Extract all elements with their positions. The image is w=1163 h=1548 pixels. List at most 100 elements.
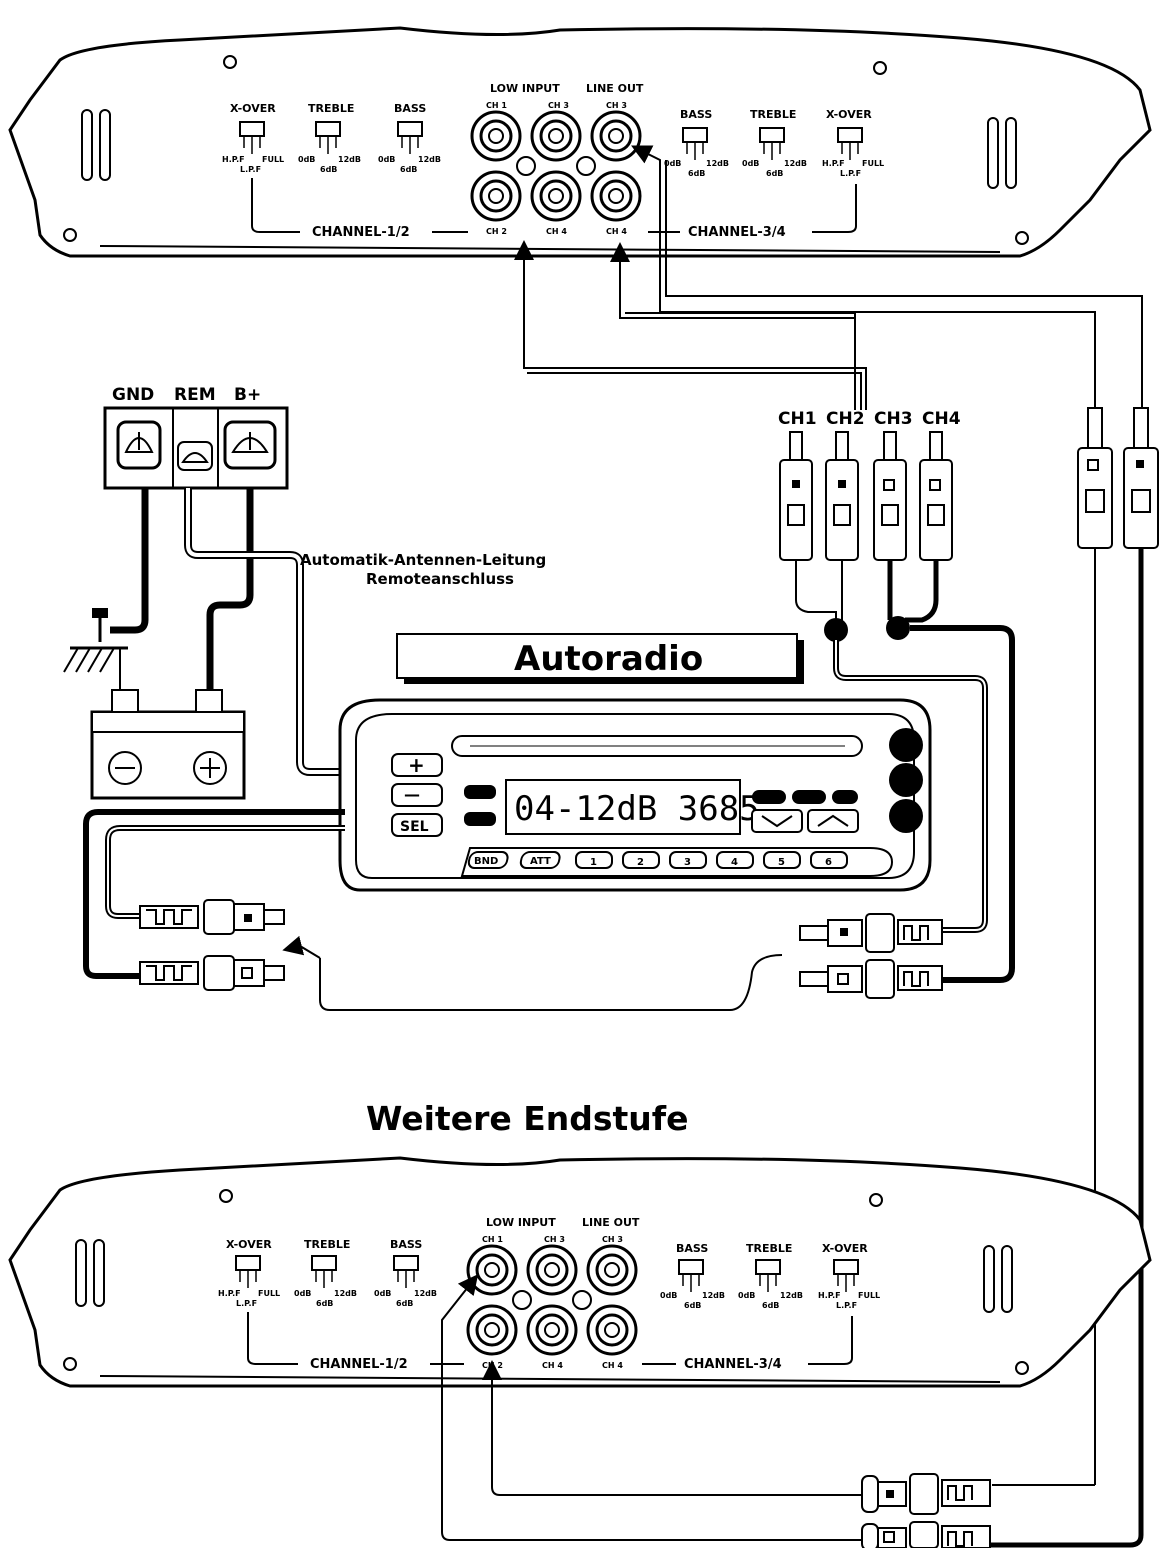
top-right-lpf-label: L.P.F [840, 169, 861, 178]
rca-plug-left-lower[interactable] [139, 955, 285, 991]
bottom-lpf-label: L.P.F [236, 1299, 257, 1308]
seek-up-button[interactable] [807, 809, 859, 833]
bottom-rca-ch2-jack[interactable] [466, 1304, 518, 1356]
lcd-display [505, 779, 741, 835]
rca-ch3-label: CH3 [874, 409, 913, 429]
bnd-label: BND [474, 856, 498, 867]
remote-note-line1: Automatik-Antennen-Leitung [300, 551, 546, 569]
top-right-bass-switch[interactable] [682, 127, 708, 143]
ground-symbol [63, 608, 128, 690]
rca-plug-ch4[interactable] [919, 431, 953, 561]
rca-plug-ch3[interactable] [873, 431, 907, 561]
db-label: 12dB [780, 1291, 803, 1300]
round-button-1[interactable] [889, 728, 923, 762]
sel-button[interactable]: SEL [391, 813, 443, 837]
bottom-left-treble-switch[interactable] [311, 1255, 337, 1271]
top-left-xover-switch[interactable] [239, 121, 265, 137]
bottom-right-xover-switch[interactable] [833, 1259, 859, 1275]
seek-down-button[interactable] [751, 809, 803, 833]
preset-button-2[interactable]: 2 [622, 851, 660, 869]
bottom-rca-ch4-out-jack[interactable] [586, 1304, 638, 1356]
gnd-screw-terminal[interactable] [116, 420, 162, 470]
top-rca-ch3-out-jack[interactable] [590, 110, 642, 162]
bnd-button[interactable]: BND [467, 851, 509, 869]
preset-button-label: 2 [637, 857, 644, 868]
db-label: 0dB [664, 159, 681, 168]
bottom-rca-ch3-jack[interactable] [526, 1244, 578, 1296]
preset-button-6[interactable]: 6 [810, 851, 848, 869]
preset-button-label: 1 [590, 857, 597, 868]
att-button[interactable]: ATT [519, 851, 561, 869]
top-rca-ch3-jack[interactable] [530, 110, 582, 162]
bottom-right-xover-label: X-OVER [822, 1242, 868, 1255]
top-rca-ch4-out-jack[interactable] [590, 170, 642, 222]
db-label: 12dB [418, 155, 441, 164]
preset-button-1[interactable]: 1 [575, 851, 613, 869]
rca-plug-lineout-right[interactable] [1123, 407, 1159, 549]
bottom-ch1-label: CH 1 [482, 1235, 503, 1244]
round-button-3[interactable] [889, 799, 923, 833]
top-left-bass-switch[interactable] [397, 121, 423, 137]
preset-button-5[interactable]: 5 [763, 851, 801, 869]
bottom-left-bass-switch[interactable] [393, 1255, 419, 1271]
db-label: 0dB [298, 155, 315, 164]
rca-plug-ch1[interactable] [779, 431, 813, 561]
top-rca-ch2-jack[interactable] [470, 170, 522, 222]
rca-plug-bottom-upper[interactable] [861, 1473, 991, 1515]
round-button-2[interactable] [889, 763, 923, 797]
rca-plugs-second-amp [990, 407, 1159, 1548]
bottom-rca-ch4-jack[interactable] [526, 1304, 578, 1356]
top-ch2-label: CH 2 [486, 227, 507, 236]
rca-plug-right-lower[interactable] [799, 959, 943, 999]
preset-button-frame[interactable] [810, 851, 848, 869]
top-left-treble-label: TREBLE [308, 102, 354, 115]
power-terminal: GND REM B+ [103, 385, 289, 490]
preset-button-label: 4 [731, 857, 738, 868]
top-right-treble-switch[interactable] [759, 127, 785, 143]
db-label: 0dB [374, 1289, 391, 1298]
preset-button-label: 3 [684, 857, 691, 868]
top-left-bass-label: BASS [394, 102, 426, 115]
db-label: 12dB [784, 159, 807, 168]
bottom-left-bass-label: BASS [390, 1238, 422, 1251]
db-label: 12dB [338, 155, 361, 164]
preset-button-4[interactable]: 4 [716, 851, 754, 869]
autoradio-title: Autoradio [514, 639, 703, 679]
db-label: 6dB [316, 1299, 333, 1308]
rca-plug-left-upper[interactable] [139, 899, 285, 935]
db-label: 6dB [766, 169, 783, 178]
bplus-screw-terminal[interactable] [223, 420, 277, 470]
bottom-right-bass-switch[interactable] [678, 1259, 704, 1275]
top-ch3-label: CH 3 [548, 101, 569, 110]
bottom-channel-34-label: CHANNEL-3/4 [684, 1357, 782, 1372]
rca-plug-lineout-left[interactable] [1077, 407, 1113, 549]
indicator-pill [752, 790, 786, 804]
top-rca-ch4-jack[interactable] [530, 170, 582, 222]
minus-button[interactable]: — [391, 783, 443, 807]
preset-button-frame[interactable] [575, 851, 613, 869]
bottom-left-xover-switch[interactable] [235, 1255, 261, 1271]
top-left-treble-switch[interactable] [315, 121, 341, 137]
rca-plug-bottom-lower[interactable] [861, 1521, 991, 1548]
db-label: 12dB [702, 1291, 725, 1300]
rca-plug-ch2[interactable] [825, 431, 859, 561]
plus-button[interactable]: + [391, 753, 443, 777]
top-low-input-label: LOW INPUT [490, 82, 560, 95]
bottom-rca-ch1-jack[interactable] [466, 1244, 518, 1296]
db-label: 0dB [738, 1291, 755, 1300]
preset-button-label: 6 [825, 857, 832, 868]
rca-plug-right-upper[interactable] [799, 913, 943, 953]
preset-button-frame[interactable] [669, 851, 707, 869]
preset-button-frame[interactable] [763, 851, 801, 869]
top-rca-ch1-jack[interactable] [470, 110, 522, 162]
preset-button-frame[interactable] [716, 851, 754, 869]
rem-screw-terminal[interactable] [177, 441, 213, 471]
preset-button-frame[interactable] [622, 851, 660, 869]
bottom-line-out-label: LINE OUT [582, 1216, 640, 1229]
top-right-xover-switch[interactable] [837, 127, 863, 143]
bplus-label: B+ [234, 385, 261, 405]
preset-button-3[interactable]: 3 [669, 851, 707, 869]
bottom-rca-ch3-out-jack[interactable] [586, 1244, 638, 1296]
indicator-pill [464, 812, 496, 826]
bottom-right-treble-switch[interactable] [755, 1259, 781, 1275]
